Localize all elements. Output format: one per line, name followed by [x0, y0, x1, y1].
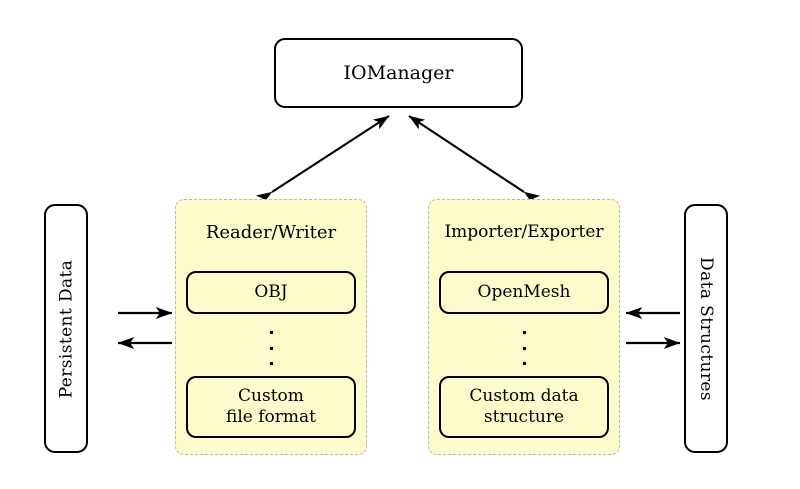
node-data-structures-label: Data Structures [696, 256, 716, 401]
group-reader-writer: Reader/Writer OBJ Custom file format [175, 199, 367, 455]
group-reader-writer-title: Reader/Writer [205, 222, 337, 243]
group-importer-exporter: Importer/Exporter OpenMesh Custom data s… [428, 199, 620, 455]
arrow-manager-reader-writer [255, 115, 390, 206]
item-custom-data-structure-line2: structure [483, 407, 565, 427]
item-custom-file-format-label: Custom file format [226, 386, 316, 429]
item-custom-data-structure-line1: Custom data [469, 385, 579, 406]
node-data-structures: Data Structures [684, 204, 728, 453]
node-persistent-data-label: Persistent Data [56, 259, 76, 398]
node-iomanager: IOManager [274, 38, 523, 108]
item-custom-file-format-line1: Custom [238, 385, 304, 406]
item-openmesh-label: OpenMesh [477, 281, 571, 302]
vertical-ellipsis-icon [176, 327, 366, 369]
item-custom-data-structure: Custom data structure [439, 376, 609, 438]
vertical-ellipsis-icon [429, 327, 619, 369]
group-importer-exporter-title: Importer/Exporter [444, 222, 604, 242]
node-persistent-data: Persistent Data [44, 204, 88, 453]
item-custom-data-structure-label: Custom data structure [469, 386, 578, 429]
item-openmesh: OpenMesh [439, 271, 609, 314]
node-iomanager-label: IOManager [343, 62, 454, 84]
arrow-manager-importer-exporter [408, 115, 541, 206]
item-custom-file-format: Custom file format [186, 376, 356, 438]
item-obj: OBJ [186, 271, 356, 314]
item-custom-file-format-line2: file format [226, 407, 316, 427]
item-obj-label: OBJ [254, 281, 288, 302]
